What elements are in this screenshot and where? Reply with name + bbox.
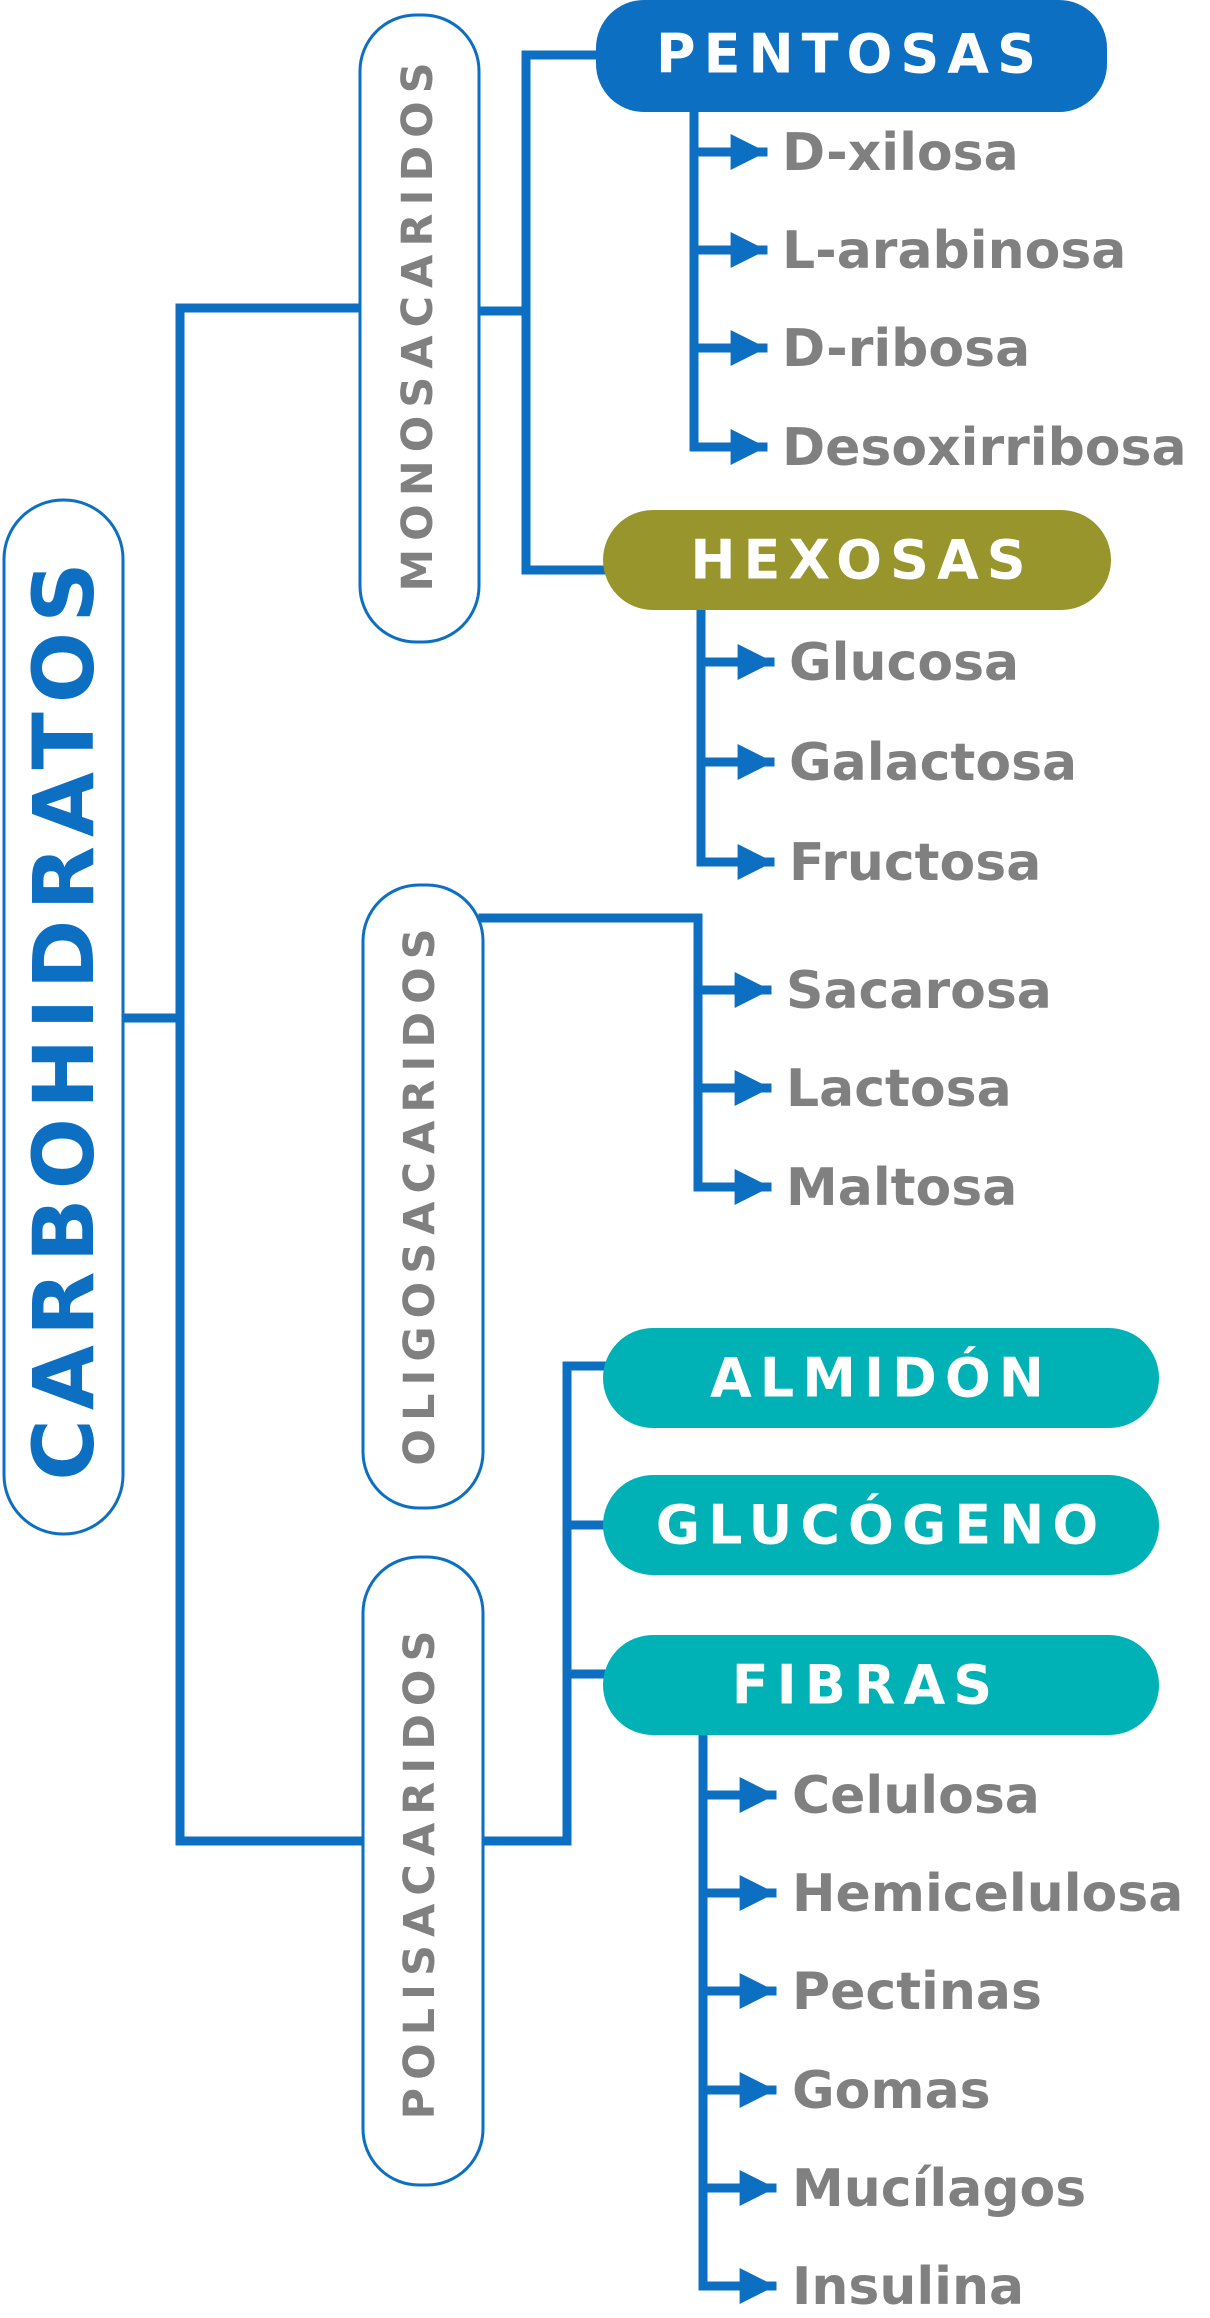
pentosas-items: D-xilosa L-arabinosa D-ribosa Desoxirrib…	[782, 123, 1187, 478]
oligosacaridos-box	[361, 883, 485, 1510]
pentosas-item: L-arabinosa	[782, 221, 1126, 281]
oligosacaridos-item: Sacarosa	[786, 961, 1052, 1021]
oligosacaridos-label: OLIGOSACARIDOS	[395, 920, 445, 1465]
monosacaridos-box	[358, 13, 481, 644]
glucogeno-pill-bg	[603, 1475, 1159, 1575]
fibras-pill-label: FIBRAS	[732, 1654, 1000, 1717]
hexosas-item: Galactosa	[789, 733, 1077, 793]
hexosas-pill-bg	[603, 510, 1111, 610]
pentosas-item: D-xilosa	[782, 123, 1019, 183]
oligosacaridos-item: Lactosa	[786, 1059, 1012, 1119]
oligosacaridos-items: Sacarosa Lactosa Maltosa	[786, 961, 1052, 1218]
fibras-item: Gomas	[792, 2061, 991, 2121]
fibras-item: Hemicelulosa	[792, 1864, 1183, 1924]
hexosas-pill: HEXOSAS	[603, 510, 1111, 610]
polisacaridos-node: POLISACARIDOS	[361, 1555, 485, 2187]
glucogeno-pill-label: GLUCÓGENO	[656, 1494, 1107, 1557]
monosacaridos-label: MONOSACARIDOS	[393, 54, 443, 591]
polisacaridos-box	[361, 1555, 485, 2187]
pentosas-pill-bg	[596, 0, 1107, 112]
root-label: CARBOHIDRATOS	[15, 553, 113, 1480]
almidon-pill: ALMIDÓN	[603, 1328, 1159, 1428]
oligosacaridos-item: Maltosa	[786, 1158, 1017, 1218]
pentosas-pill: PENTOSAS	[596, 0, 1107, 112]
pentosas-pill-label: PENTOSAS	[656, 23, 1044, 86]
hexosas-pill-label: HEXOSAS	[690, 529, 1033, 592]
hexosas-items: Glucosa Galactosa Fructosa	[789, 633, 1077, 893]
polisacaridos-label: POLISACARIDOS	[395, 1623, 445, 2120]
fibras-item: Celulosa	[792, 1766, 1040, 1826]
root-box	[2, 498, 125, 1536]
monosacaridos-node: MONOSACARIDOS	[358, 13, 481, 644]
fibras-item: Insulina	[792, 2257, 1024, 2317]
hexosas-item: Glucosa	[789, 633, 1019, 693]
fibras-items: Celulosa Hemicelulosa Pectinas Gomas Muc…	[792, 1766, 1183, 2317]
fibras-pill-bg	[603, 1635, 1159, 1735]
fibras-pill: FIBRAS	[603, 1635, 1159, 1735]
connectors	[118, 50, 777, 2304]
hexosas-item: Fructosa	[789, 833, 1041, 893]
fibras-item: Pectinas	[792, 1962, 1042, 2022]
pentosas-item: Desoxirribosa	[782, 418, 1187, 478]
pentosas-item: D-ribosa	[782, 319, 1030, 379]
root-node: CARBOHIDRATOS	[2, 498, 125, 1536]
fibras-item: Mucílagos	[792, 2159, 1086, 2219]
glucogeno-pill: GLUCÓGENO	[603, 1475, 1159, 1575]
almidon-pill-label: ALMIDÓN	[710, 1347, 1052, 1410]
oligosacaridos-node: OLIGOSACARIDOS	[361, 883, 485, 1510]
almidon-pill-bg	[603, 1328, 1159, 1428]
